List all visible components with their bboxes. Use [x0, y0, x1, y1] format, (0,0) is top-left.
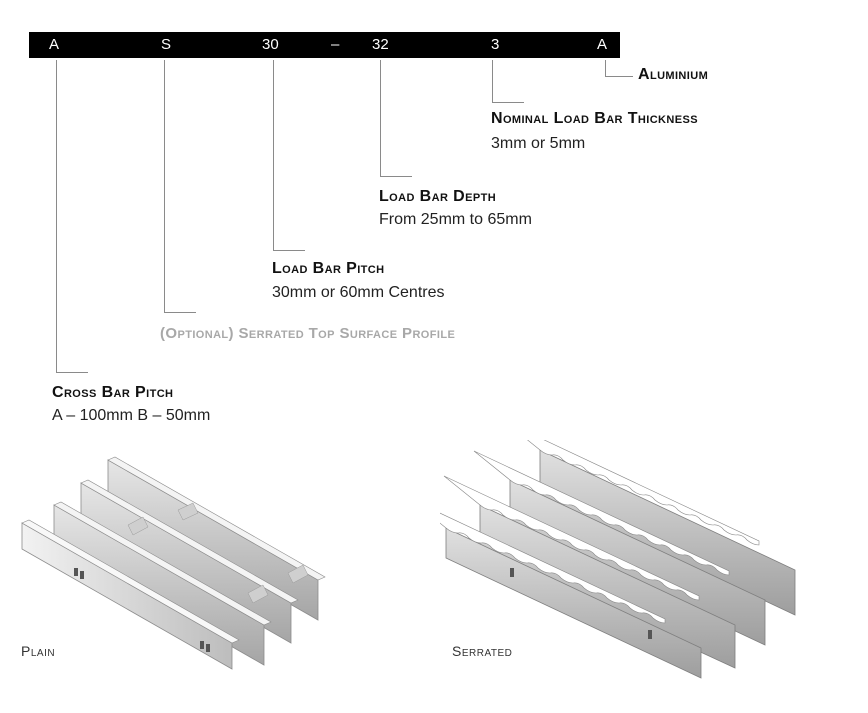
label-cross-bar-detail: A – 100mm B – 50mm	[52, 407, 211, 424]
leader-material-horizontal	[605, 76, 633, 77]
product-code-bar: A S 30 – 32 3 A	[29, 32, 620, 58]
caption-plain: Plain	[21, 643, 56, 659]
serrated-grating-image	[440, 440, 796, 679]
label-depth-title: Load Bar Depth	[379, 188, 497, 205]
leader-depth-vertical	[380, 60, 381, 176]
code-segment-load-bar-depth: 32	[372, 36, 389, 53]
leader-serrated-vertical	[164, 60, 165, 312]
label-serrated-optional: (Optional) Serrated Top Surface Profile	[160, 325, 456, 342]
code-segment-separator: –	[331, 36, 340, 53]
leader-thickness-horizontal	[492, 102, 524, 103]
label-cross-bar-title: Cross Bar Pitch	[52, 384, 174, 401]
label-depth-detail: From 25mm to 65mm	[379, 211, 532, 228]
label-pitch-title: Load Bar Pitch	[272, 260, 385, 277]
code-segment-material: A	[597, 36, 608, 53]
caption-serrated: Serrated	[452, 643, 513, 659]
leader-depth-horizontal	[380, 176, 412, 177]
leader-serrated-horizontal	[164, 312, 196, 313]
leader-cross-bar-vertical	[56, 60, 57, 372]
plain-grating-image	[21, 456, 326, 670]
code-segment-cross-bar: A	[49, 36, 60, 53]
label-material: Aluminium	[638, 66, 709, 83]
leader-cross-bar-horizontal	[56, 372, 88, 373]
code-segment-serrated: S	[161, 36, 172, 53]
code-segment-load-bar-pitch: 30	[262, 36, 279, 53]
code-segment-thickness: 3	[491, 36, 500, 53]
label-thickness-title: Nominal Load Bar Thickness	[491, 110, 698, 127]
leader-pitch-vertical	[273, 60, 274, 250]
leader-pitch-horizontal	[273, 250, 305, 251]
label-thickness-detail: 3mm or 5mm	[491, 135, 586, 152]
leader-thickness-vertical	[492, 60, 493, 102]
leader-material-vertical	[605, 60, 606, 76]
label-pitch-detail: 30mm or 60mm Centres	[272, 284, 445, 301]
